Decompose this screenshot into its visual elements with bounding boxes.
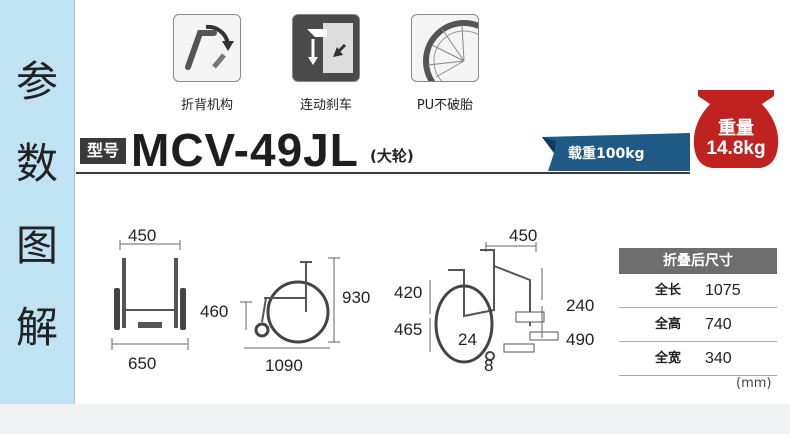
load-banner (542, 133, 690, 171)
load-label: 载重100kg (568, 146, 645, 162)
feature-label: PU不破胎 (416, 98, 474, 113)
dim-iso-seat-depth: 465 (394, 320, 423, 339)
table-row: 全宽 340 (619, 342, 777, 376)
side-view-diagram (240, 257, 340, 349)
model-name: MCV-49JL (131, 124, 359, 176)
feature-label: 折背机构 (180, 98, 233, 113)
table-row: 全高 740 (619, 308, 777, 342)
weight-value: 14.8kg (706, 138, 766, 159)
model-badge: 型号 (80, 138, 126, 164)
dim-front-width: 450 (128, 226, 157, 245)
dim-front-overall-width: 650 (128, 354, 157, 373)
dim-overall-length: 1090 (265, 356, 303, 375)
model-subtitle: (大轮) (370, 147, 414, 165)
puncture-proof-tire-icon (411, 14, 479, 82)
table-row: 全长 1075 (619, 274, 777, 308)
sidebar-char-2: 数 (15, 139, 58, 188)
linked-brake-icon (292, 14, 360, 82)
unit-label: (mm) (736, 376, 772, 391)
isometric-diagram (429, 242, 559, 364)
dim-iso-width: 450 (509, 226, 538, 245)
dim-iso-armrest: 420 (394, 283, 423, 302)
dim-overall-height: 930 (342, 288, 371, 307)
feature-label: 连动刹车 (299, 98, 352, 113)
bottom-band (0, 404, 790, 434)
sidebar: 参 数 图 解 (0, 0, 75, 404)
feature-pu-tire: PU不破胎 (402, 14, 488, 113)
folded-size-table: 折叠后尺寸 全长 1075 全高 740 全宽 340 (619, 248, 777, 376)
row-value: 1075 (705, 282, 741, 299)
sidebar-char-4: 解 (15, 303, 58, 352)
weight-badge (693, 90, 779, 168)
sidebar-char-3: 图 (15, 221, 58, 270)
feature-folding-back: 折背机构 (164, 14, 250, 113)
dim-iso-240: 240 (566, 296, 595, 315)
row-key: 全宽 (655, 351, 682, 366)
folded-size-title: 折叠后尺寸 (619, 248, 777, 274)
folding-back-icon (173, 14, 241, 82)
row-key: 全长 (655, 283, 682, 298)
dim-iso-wheel-size: 24 (458, 330, 477, 349)
front-view-diagram (111, 240, 189, 350)
sidebar-char-1: 参 (15, 57, 58, 106)
feature-linked-brake: 连动刹车 (283, 14, 369, 113)
dim-iso-caster-size: 8 (484, 356, 494, 375)
weight-title: 重量 (718, 118, 754, 139)
row-value: 340 (705, 350, 732, 367)
heading-rule (76, 172, 690, 174)
dim-iso-490: 490 (566, 330, 595, 349)
dim-seat-height: 460 (200, 302, 229, 321)
row-key: 全高 (655, 317, 682, 332)
row-value: 740 (705, 316, 732, 333)
